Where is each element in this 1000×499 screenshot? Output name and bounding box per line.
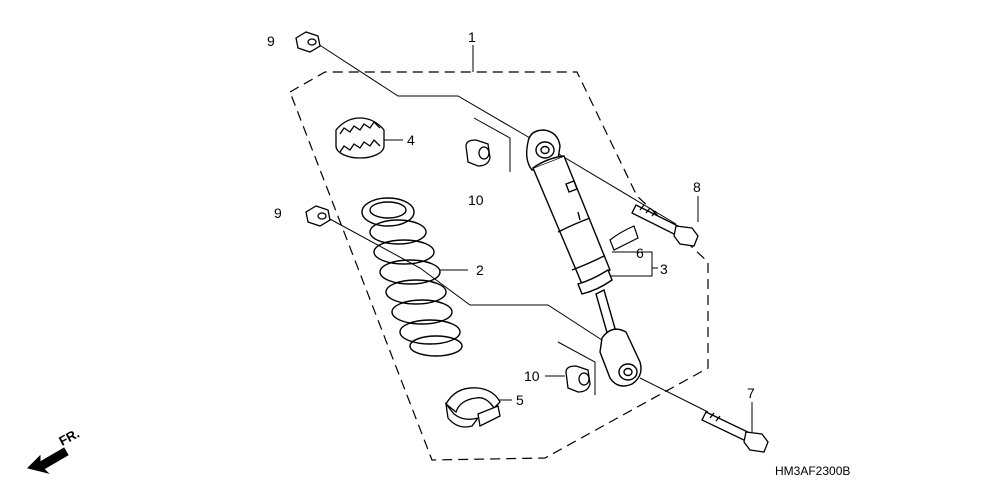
callout-1: 1 [468,29,476,45]
callout-4: 4 [407,132,415,148]
coil-spring [361,197,463,357]
callout-5: 5 [516,392,524,408]
callout-10-lower: 10 [524,368,540,384]
flange-nut-top [295,31,321,53]
callout-9-top: 9 [267,33,275,49]
spring-seat-stopper [335,117,385,159]
callout-7: 7 [747,385,755,401]
callout-10-upper: 10 [468,192,484,208]
label-sticker [609,225,639,251]
callout-2: 2 [476,262,484,278]
collar-lower [565,365,591,393]
flange-nut-middle [305,205,331,227]
diagram-code: HM3AF2300B [775,464,850,478]
callout-8: 8 [693,179,701,195]
front-label: FR. [56,426,82,449]
front-direction-arrow: FR. [27,426,82,474]
callout-3: 3 [660,261,668,277]
spring-seat-lower [445,387,501,428]
lower-bolt [701,411,769,453]
collar-upper [465,139,491,167]
callout-6: 6 [636,245,644,261]
upper-bolt [631,204,699,247]
shock-absorber [525,129,642,387]
callout-9-middle: 9 [274,205,282,221]
